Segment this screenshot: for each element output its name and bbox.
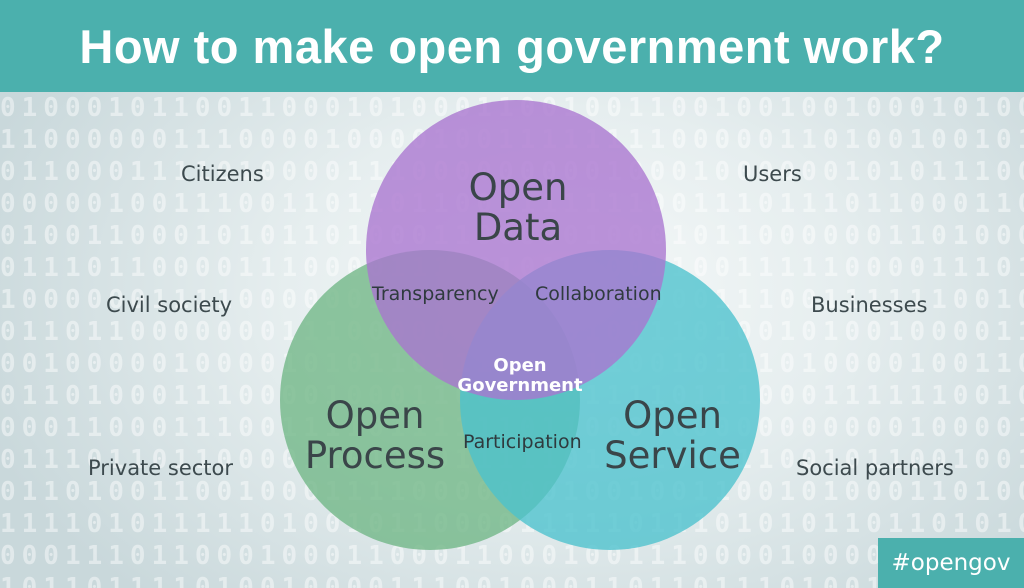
open-government-label-line1: Open [493,355,547,376]
open-service-label-line2: Service [604,434,741,477]
stakeholder-social-partners: Social partners [796,456,954,480]
open-process-label: Open Process [300,396,450,476]
open-data-circle [366,100,666,400]
open-data-label: Open Data [448,168,588,248]
open-service-label-line1: Open [623,394,722,437]
stakeholder-users: Users [743,162,802,186]
hashtag-badge: #opengov [878,538,1024,588]
open-data-label-line2: Data [473,206,563,249]
header-banner: How to make open government work? [0,0,1024,92]
stakeholder-citizens: Citizens [181,162,264,186]
stakeholder-civil-society: Civil society [106,293,233,317]
stakeholder-businesses: Businesses [811,293,928,317]
open-data-label-line1: Open [468,166,568,209]
open-government-label-line2: Government [457,375,583,396]
stakeholder-private-sector: Private sector [88,456,234,480]
page-title: How to make open government work? [79,19,945,73]
open-process-label-line1: Open [325,394,425,437]
participation-label: Participation [463,431,582,453]
transparency-label: Transparency [372,283,499,305]
open-government-label: Open Government [450,356,590,396]
open-service-label: Open Service [600,396,745,476]
open-process-label-line2: Process [304,434,446,477]
collaboration-label: Collaboration [535,283,662,305]
